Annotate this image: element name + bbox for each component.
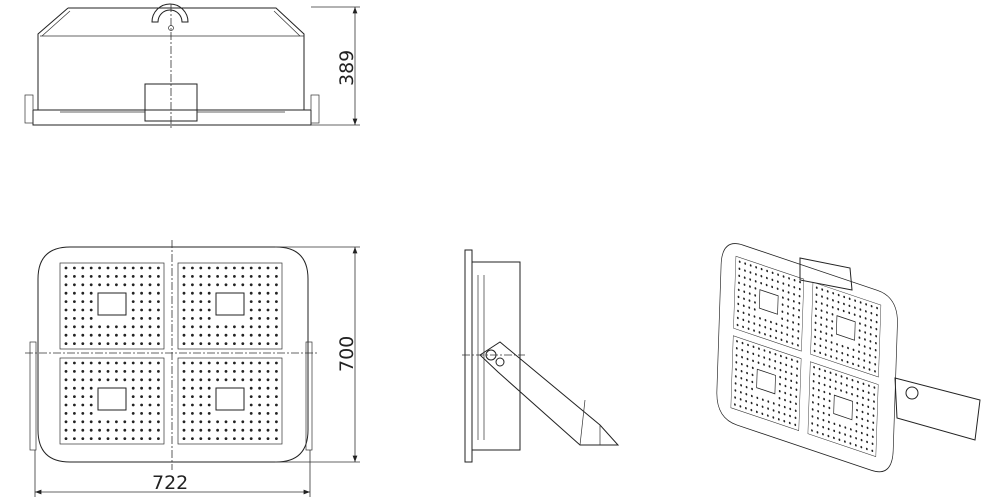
front-view: 700 722 bbox=[25, 240, 360, 497]
dimension-389: 389 bbox=[336, 50, 358, 86]
dimension-700: 700 bbox=[336, 336, 358, 372]
dimension-722: 722 bbox=[152, 472, 188, 494]
isometric-view bbox=[715, 237, 981, 478]
top-view: 389 bbox=[24, 3, 360, 130]
side-view bbox=[462, 249, 620, 463]
